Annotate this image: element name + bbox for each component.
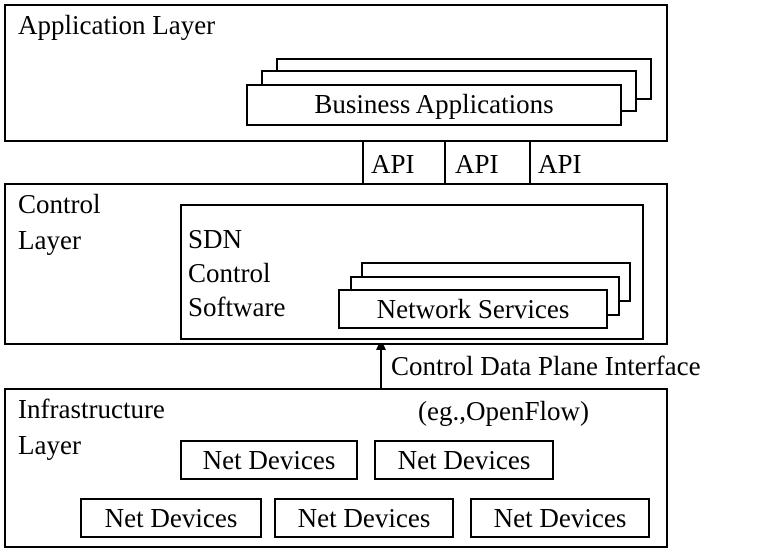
control-layer-title-line1: Control [18, 189, 101, 219]
infrastructure-layer-title-line2: Layer [18, 430, 81, 460]
sdn-label-line1: SDN [188, 224, 243, 254]
net-device-3-label: Net Devices [104, 503, 238, 533]
business-applications-label: Business Applications [314, 89, 554, 119]
net-device-3 [80, 498, 262, 538]
interface-label: Control Data Plane Interface [391, 351, 701, 381]
api-label-1: API [371, 149, 415, 179]
net-device-2-label: Net Devices [397, 445, 531, 475]
api-label-2: API [455, 149, 499, 179]
net-device-5-label: Net Devices [493, 503, 627, 533]
sdn-label-line2: Control [188, 258, 271, 288]
net-device-5 [470, 498, 650, 538]
interface-example-label: (eg.,OpenFlow) [418, 396, 589, 426]
sdn-label-line3: Software [188, 292, 286, 322]
infrastructure-layer-title-line1: Infrastructure [18, 394, 165, 424]
api-label-3: API [538, 149, 582, 179]
business-applications-box [246, 84, 622, 126]
network-services-label: Network Services [376, 294, 570, 324]
net-device-1-label: Net Devices [202, 445, 336, 475]
control-layer-title-line2: Layer [18, 225, 81, 255]
net-device-1 [180, 440, 358, 480]
application-layer-title: Application Layer [18, 10, 216, 40]
net-device-2 [374, 440, 554, 480]
net-device-4-label: Net Devices [297, 503, 431, 533]
network-services-box [338, 289, 608, 329]
net-device-4 [274, 498, 454, 538]
